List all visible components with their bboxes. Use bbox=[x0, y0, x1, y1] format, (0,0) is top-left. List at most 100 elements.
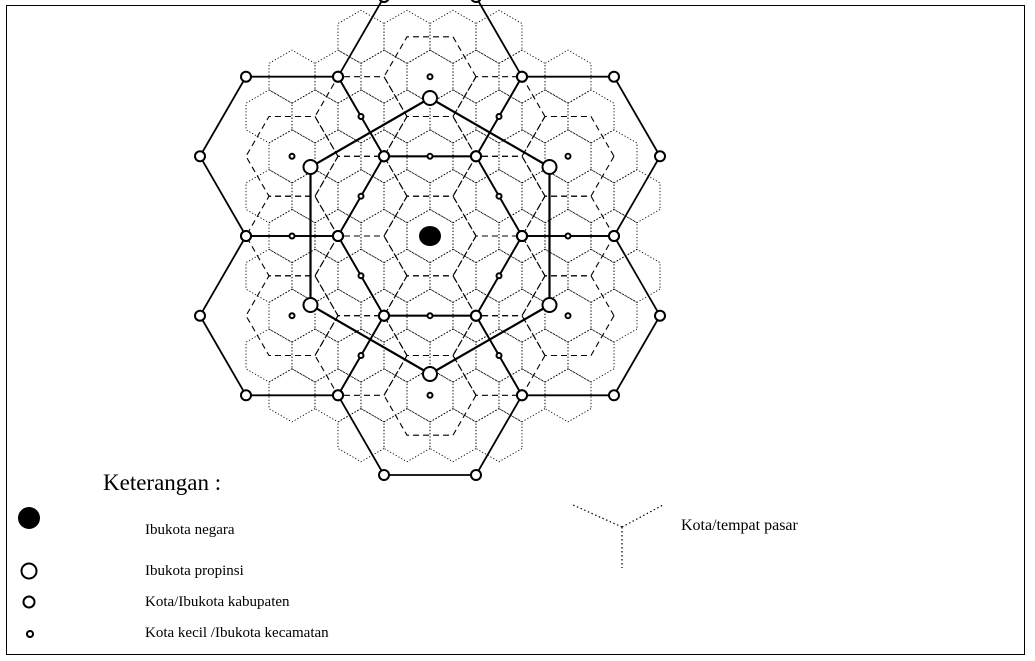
market-area-hexagon-24 bbox=[498, 129, 546, 184]
market-area-hexagon-46 bbox=[337, 248, 385, 303]
market-area-hexagon-30 bbox=[383, 169, 431, 224]
legend-label-provincial-capital: Ibukota propinsi bbox=[145, 563, 244, 579]
market-area-hexagon-75 bbox=[544, 368, 592, 423]
market-area-hexagon-33 bbox=[521, 169, 569, 224]
regency-capital-node-31 bbox=[470, 469, 482, 481]
provincial-capital-symbol bbox=[20, 562, 38, 580]
district-hexagon-17 bbox=[521, 195, 615, 277]
market-area-hexagon-37 bbox=[314, 208, 362, 264]
market-area-hexagon-31 bbox=[429, 169, 477, 224]
market-area-hexagon-68 bbox=[567, 328, 615, 383]
provincial-capital-node-60 bbox=[541, 297, 558, 313]
district-hexagon-0 bbox=[245, 115, 339, 197]
market-area-hexagon-39 bbox=[406, 208, 454, 264]
market-area-hexagon-66 bbox=[475, 328, 523, 383]
provincial-capital-node-62 bbox=[302, 297, 319, 313]
market-area-hexagon-49 bbox=[475, 248, 523, 303]
district-capital-node-15 bbox=[564, 152, 572, 160]
regency-capital-node-38 bbox=[240, 389, 252, 402]
regency-capital-node-36 bbox=[378, 309, 390, 322]
market-area-hexagon-29 bbox=[337, 169, 385, 224]
regency-capital-node-30 bbox=[516, 389, 528, 402]
provincial-capital-node-65 bbox=[541, 159, 558, 175]
regency-capital-node-43 bbox=[332, 230, 344, 242]
market-area-hexagon-61 bbox=[245, 328, 293, 383]
market-area-hexagon-41 bbox=[498, 208, 546, 264]
market-area-hexagon-48 bbox=[429, 248, 477, 303]
district-hexagon-1 bbox=[245, 195, 339, 277]
district-capital-node-12 bbox=[495, 192, 503, 200]
district-capital-node-4 bbox=[357, 192, 365, 200]
provincial-capital-node-61 bbox=[422, 366, 438, 382]
regency-capital-node-59 bbox=[608, 70, 620, 83]
market-area-hexagon-70 bbox=[314, 368, 362, 423]
regency-capital-node-44 bbox=[240, 230, 252, 242]
district-capital-node-1 bbox=[288, 232, 296, 240]
regency-capital-node-32 bbox=[378, 469, 390, 481]
market-area-hexagon-55 bbox=[360, 288, 408, 343]
regency-capital-symbol bbox=[22, 595, 36, 609]
market-area-hexagon-10 bbox=[544, 49, 592, 104]
district-hexagon-11 bbox=[383, 354, 477, 436]
district-capital-node-11 bbox=[495, 113, 503, 120]
market-area-hexagon-67 bbox=[521, 328, 569, 383]
district-capital-node-17 bbox=[564, 312, 572, 320]
market-area-hexagon-43 bbox=[590, 208, 638, 264]
district-capital-node-5 bbox=[357, 272, 365, 280]
regency-capital-node-55 bbox=[608, 230, 620, 242]
market-area-hexagon-52 bbox=[613, 248, 661, 303]
district-hexagon-16 bbox=[521, 115, 615, 197]
market-area-hexagon-11 bbox=[245, 89, 293, 144]
market-area-hexagon-28 bbox=[291, 169, 339, 224]
market-area-hexagon-73 bbox=[452, 368, 500, 423]
district-capital-node-2 bbox=[288, 312, 296, 320]
market-area-hexagon-23 bbox=[452, 129, 500, 184]
provincial-capital-node-64 bbox=[422, 90, 438, 106]
regency-capital-node-56 bbox=[516, 230, 528, 242]
market-area-hexagon-12 bbox=[291, 89, 339, 144]
market-area-hexagon-14 bbox=[383, 89, 431, 144]
market-area-hexagon-34 bbox=[567, 169, 615, 224]
district-capital-node-9 bbox=[426, 312, 434, 320]
market-area-hexagon-51 bbox=[567, 248, 615, 303]
market-area-hexagon-6 bbox=[360, 49, 408, 104]
market-area-hexagon-0 bbox=[337, 9, 385, 64]
market-area-hexagon-64 bbox=[383, 328, 431, 383]
market-area-hexagon-77 bbox=[383, 408, 431, 463]
market-area-hexagon-71 bbox=[360, 368, 408, 423]
district-capital-node-6 bbox=[357, 352, 365, 359]
district-capital-node-10 bbox=[426, 391, 434, 399]
market-area-hexagon-54 bbox=[314, 288, 362, 343]
regency-capital-node-24 bbox=[654, 309, 666, 322]
market-area-hexagon-15 bbox=[429, 89, 477, 144]
legend-label-regency-capital: Kota/Ibukota kabupaten bbox=[145, 594, 290, 610]
legend-label-national-capital: Ibukota negara bbox=[145, 522, 235, 538]
legend-label-district-capital: Kota kecil /Ibukota kecamatan bbox=[145, 625, 329, 641]
regency-capital-node-35 bbox=[470, 309, 482, 322]
national-capital-symbol bbox=[18, 507, 40, 529]
market-area-hexagon-76 bbox=[337, 408, 385, 463]
market-area-hexagon-72 bbox=[406, 368, 454, 423]
market-area-hexagon-53 bbox=[268, 288, 316, 343]
district-hexagon-12 bbox=[452, 76, 546, 157]
provincial-capital-node-63 bbox=[302, 159, 319, 175]
market-area-hexagon-57 bbox=[452, 288, 500, 343]
figure-frame bbox=[6, 5, 1025, 655]
market-area-hexagon-1 bbox=[383, 9, 431, 64]
market-area-hexagon-16 bbox=[475, 89, 523, 144]
regency-capital-node-57 bbox=[470, 150, 482, 163]
market-area-hexagon-63 bbox=[337, 328, 385, 383]
regency-capital-node-37 bbox=[332, 389, 344, 402]
regency-capital-node-51 bbox=[332, 70, 344, 83]
market-area-hexagon-44 bbox=[245, 248, 293, 303]
market-area-hexagon-9 bbox=[498, 49, 546, 104]
market-area-hexagon-26 bbox=[590, 129, 638, 184]
settlement-nodes bbox=[194, 0, 666, 481]
market-area-hexagon-74 bbox=[498, 368, 546, 423]
district-hexagon-5 bbox=[314, 235, 408, 317]
district-capital-symbol bbox=[26, 630, 34, 638]
legend-title: Keterangan : bbox=[103, 470, 222, 495]
market-area-hexagon-60 bbox=[590, 288, 638, 343]
regency-capital-node-25 bbox=[608, 389, 620, 402]
